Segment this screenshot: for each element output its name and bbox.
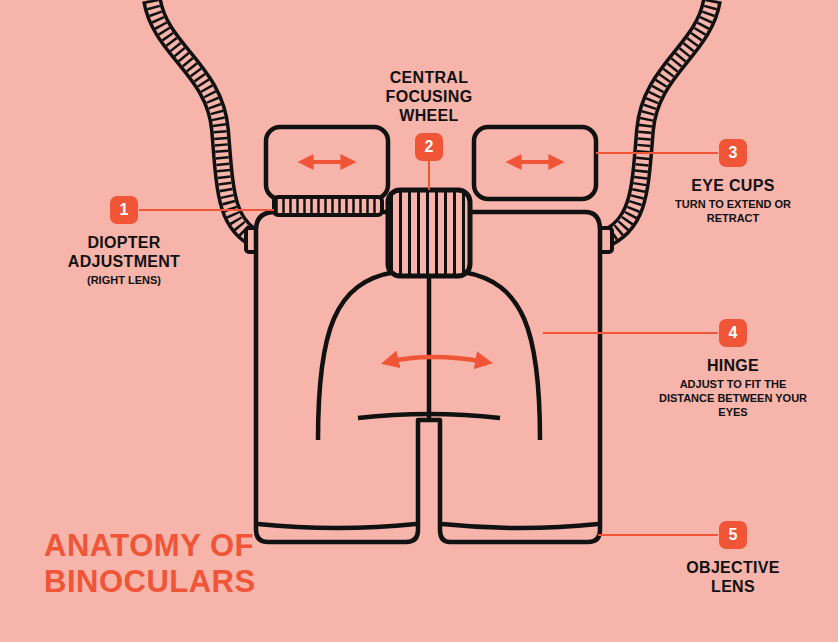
part-caption: OBJECTIVE LENS xyxy=(678,558,788,596)
part-caption: DIOPTER ADJUSTMENT (RIGHT LENS) xyxy=(54,233,194,287)
part-name: CENTRAL FOCUSING WHEEL xyxy=(374,68,484,125)
part-note: ADJUST TO FIT THE DISTANCE BETWEEN YOUR … xyxy=(658,377,808,419)
callout-number: 5 xyxy=(729,527,738,543)
eye-cup xyxy=(266,127,388,199)
eye-cup xyxy=(474,127,596,199)
focusing-wheel xyxy=(388,190,470,276)
part-note: (RIGHT LENS) xyxy=(54,273,194,287)
part-caption: CENTRAL FOCUSING WHEEL xyxy=(374,68,484,125)
part-caption: HINGE ADJUST TO FIT THE DISTANCE BETWEEN … xyxy=(658,356,808,419)
twist-arrow xyxy=(304,160,350,164)
callout-number: 1 xyxy=(120,202,129,218)
callout-number: 2 xyxy=(425,139,434,155)
callout-number: 4 xyxy=(729,325,738,341)
part-name: EYE CUPS xyxy=(668,176,798,195)
part-name: HINGE xyxy=(658,356,808,375)
hinge-arrow xyxy=(388,357,486,362)
callout-badge: 4HINGEADJUST TO FIT THE DISTANCE BETWEEN… xyxy=(719,319,747,347)
diopter-ring xyxy=(274,197,382,215)
callout-badge: 2CENTRAL FOCUSING WHEEL xyxy=(415,133,443,161)
part-note: TURN TO EXTEND OR RETRACT xyxy=(668,197,798,225)
callout-badge: 1DIOPTER ADJUSTMENT(RIGHT LENS) xyxy=(110,196,138,224)
part-name: OBJECTIVE LENS xyxy=(678,558,788,596)
part-caption: EYE CUPS TURN TO EXTEND OR RETRACT xyxy=(668,176,798,225)
callout-badge: 3EYE CUPSTURN TO EXTEND OR RETRACT xyxy=(719,139,747,167)
twist-arrow xyxy=(512,160,558,164)
diagram-title: ANATOMY OF BINOCULARS xyxy=(44,528,259,600)
leader-lines xyxy=(139,153,718,535)
callout-badge: 5OBJECTIVE LENS xyxy=(719,521,747,549)
callout-number: 3 xyxy=(729,145,738,161)
part-name: DIOPTER ADJUSTMENT xyxy=(54,233,194,271)
